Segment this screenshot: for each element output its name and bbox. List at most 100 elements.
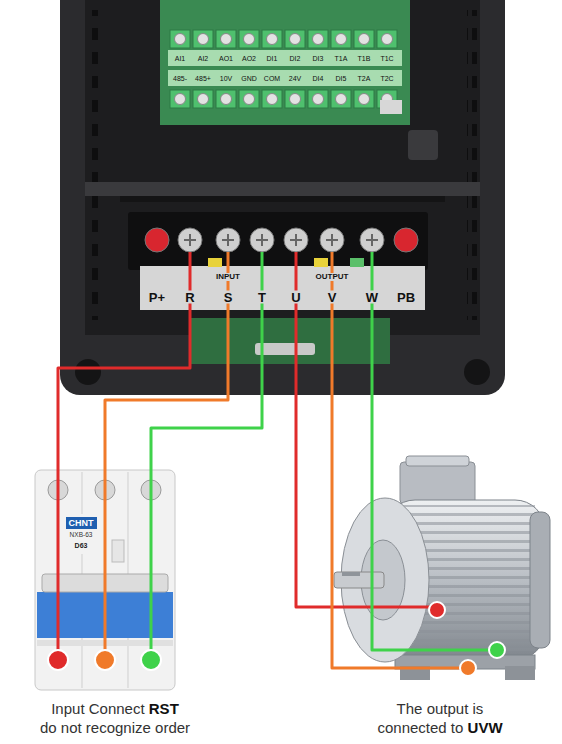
inverter-housing-part xyxy=(88,10,98,320)
terminal-label: DI2 xyxy=(290,55,301,62)
terminal-screw xyxy=(313,34,324,45)
inverter-housing-part xyxy=(120,196,445,202)
wire-end-dots xyxy=(48,602,505,676)
control-board xyxy=(160,0,410,125)
terminal-block xyxy=(354,90,374,108)
wire-end-dots-part xyxy=(95,650,115,670)
model-text: NXB-63 xyxy=(66,530,97,539)
terminal-label: DI4 xyxy=(313,75,324,82)
terminal-block xyxy=(308,30,328,48)
control-board-part xyxy=(160,0,410,125)
wire-end-dots-part xyxy=(48,650,68,670)
power-board xyxy=(190,318,390,364)
terminal-block xyxy=(377,30,397,48)
screw-slot xyxy=(222,234,234,246)
model-text: D63 xyxy=(66,541,97,551)
terminal-screw xyxy=(394,228,418,252)
terminal-label: W xyxy=(364,291,380,304)
terminal-screw xyxy=(290,94,301,105)
screw-slot xyxy=(184,234,196,246)
terminal-block xyxy=(193,90,213,108)
wires-part xyxy=(332,252,468,668)
wire-end-dots-part xyxy=(460,660,476,676)
terminal-label: DI3 xyxy=(313,55,324,62)
terminal-block xyxy=(216,90,236,108)
terminal-label: 24V xyxy=(289,75,301,82)
terminal-screw xyxy=(216,228,240,252)
inverter-housing-part xyxy=(85,0,480,335)
terminal-block xyxy=(262,30,282,48)
terminal-label: 485+ xyxy=(195,75,211,82)
terminal-screw xyxy=(267,94,278,105)
inverter-housing-part xyxy=(467,10,477,320)
terminal-label: R xyxy=(183,291,196,304)
terminal-label: DI5 xyxy=(336,75,347,82)
power-terminal-block-part xyxy=(350,258,364,267)
terminal-label: T2C xyxy=(380,75,393,82)
terminal-screw xyxy=(320,228,344,252)
caption-text: Input Connect RST do not recognize order xyxy=(40,700,190,738)
control-board-part xyxy=(170,30,397,108)
terminal-screw xyxy=(198,34,209,45)
caption-text: The output is connected to UVW xyxy=(377,700,502,738)
motor-part xyxy=(406,456,469,466)
inverter-housing-part xyxy=(60,0,505,395)
terminal-block xyxy=(308,90,328,108)
terminal-screw xyxy=(221,34,232,45)
wire-end-dots-part xyxy=(489,642,505,658)
terminal-screw xyxy=(145,228,169,252)
terminal-screw xyxy=(359,94,370,105)
terminal-label: DI1 xyxy=(267,55,278,62)
inverter-housing xyxy=(60,0,505,395)
terminal-label: T1A xyxy=(335,55,348,62)
terminal-label: P+ xyxy=(147,291,167,304)
terminal-block xyxy=(170,30,190,48)
motor-part xyxy=(400,462,475,504)
terminal-block xyxy=(216,30,236,48)
terminal-screw xyxy=(198,94,209,105)
terminal-label: AO1 xyxy=(219,55,233,62)
control-board-part xyxy=(380,100,402,114)
terminal-screw xyxy=(244,94,255,105)
terminal-label: T2A xyxy=(358,75,371,82)
terminal-screw xyxy=(336,34,347,45)
control-board-part xyxy=(168,70,402,86)
terminal-label: COM xyxy=(264,75,280,82)
control-board-part xyxy=(168,50,402,66)
inverter-housing-part xyxy=(75,359,101,385)
motor-part xyxy=(505,666,535,680)
terminal-block xyxy=(331,90,351,108)
inverter-housing-part xyxy=(85,182,480,196)
power-terminal-block-part xyxy=(140,266,425,310)
power-terminal-block-part xyxy=(314,258,328,267)
terminal-block xyxy=(239,90,259,108)
inverter-housing-part xyxy=(408,130,438,160)
motor-part xyxy=(342,572,360,576)
terminal-label: AI1 xyxy=(175,55,186,62)
terminal-screw xyxy=(250,228,274,252)
screw-slot xyxy=(256,234,268,246)
terminal-label: T xyxy=(256,291,268,304)
terminal-screw xyxy=(221,94,232,105)
terminal-label: 10V xyxy=(220,75,232,82)
terminal-screw xyxy=(244,34,255,45)
terminal-label: AI2 xyxy=(198,55,209,62)
terminal-screw xyxy=(359,34,370,45)
power-terminal-block-part xyxy=(145,228,418,252)
terminal-label: S xyxy=(222,291,235,304)
terminal-screw xyxy=(382,34,393,45)
power-terminal-block xyxy=(128,212,428,310)
motor xyxy=(334,456,550,680)
circuit-breaker-part xyxy=(112,540,124,562)
terminal-label: T1C xyxy=(380,55,393,62)
wires-part xyxy=(372,252,497,650)
terminal-screw xyxy=(336,94,347,105)
terminal-label: T1B xyxy=(358,55,371,62)
inverter-housing-part xyxy=(464,359,490,385)
terminal-label: 485- xyxy=(173,75,187,82)
power-board-part xyxy=(255,343,315,355)
brand-logo: CHNT xyxy=(66,517,97,529)
terminal-block xyxy=(239,30,259,48)
